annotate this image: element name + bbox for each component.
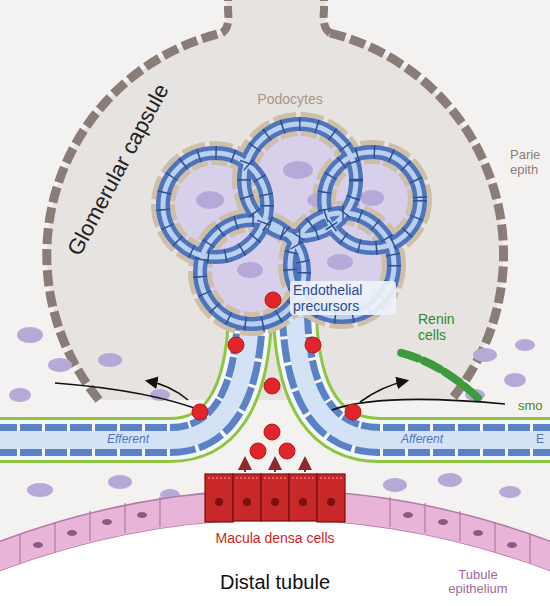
structure-label: Glomerular capsule	[60, 75, 176, 263]
part-label: Endothelial precursors	[290, 281, 396, 315]
structure-label: Distal tubule	[195, 571, 355, 594]
part-label: smo	[518, 399, 548, 414]
part-label: Podocytes	[250, 91, 330, 107]
vessel-label: Efferent	[98, 433, 158, 447]
part-label: Macula densa cells	[200, 531, 350, 546]
part-label: E	[536, 433, 548, 447]
part-label: Parie epith	[510, 148, 548, 178]
part-label: Renin cells	[418, 311, 470, 343]
part-label: Tubule epithelium	[438, 568, 518, 597]
vessel-label: Afferent	[392, 433, 452, 447]
